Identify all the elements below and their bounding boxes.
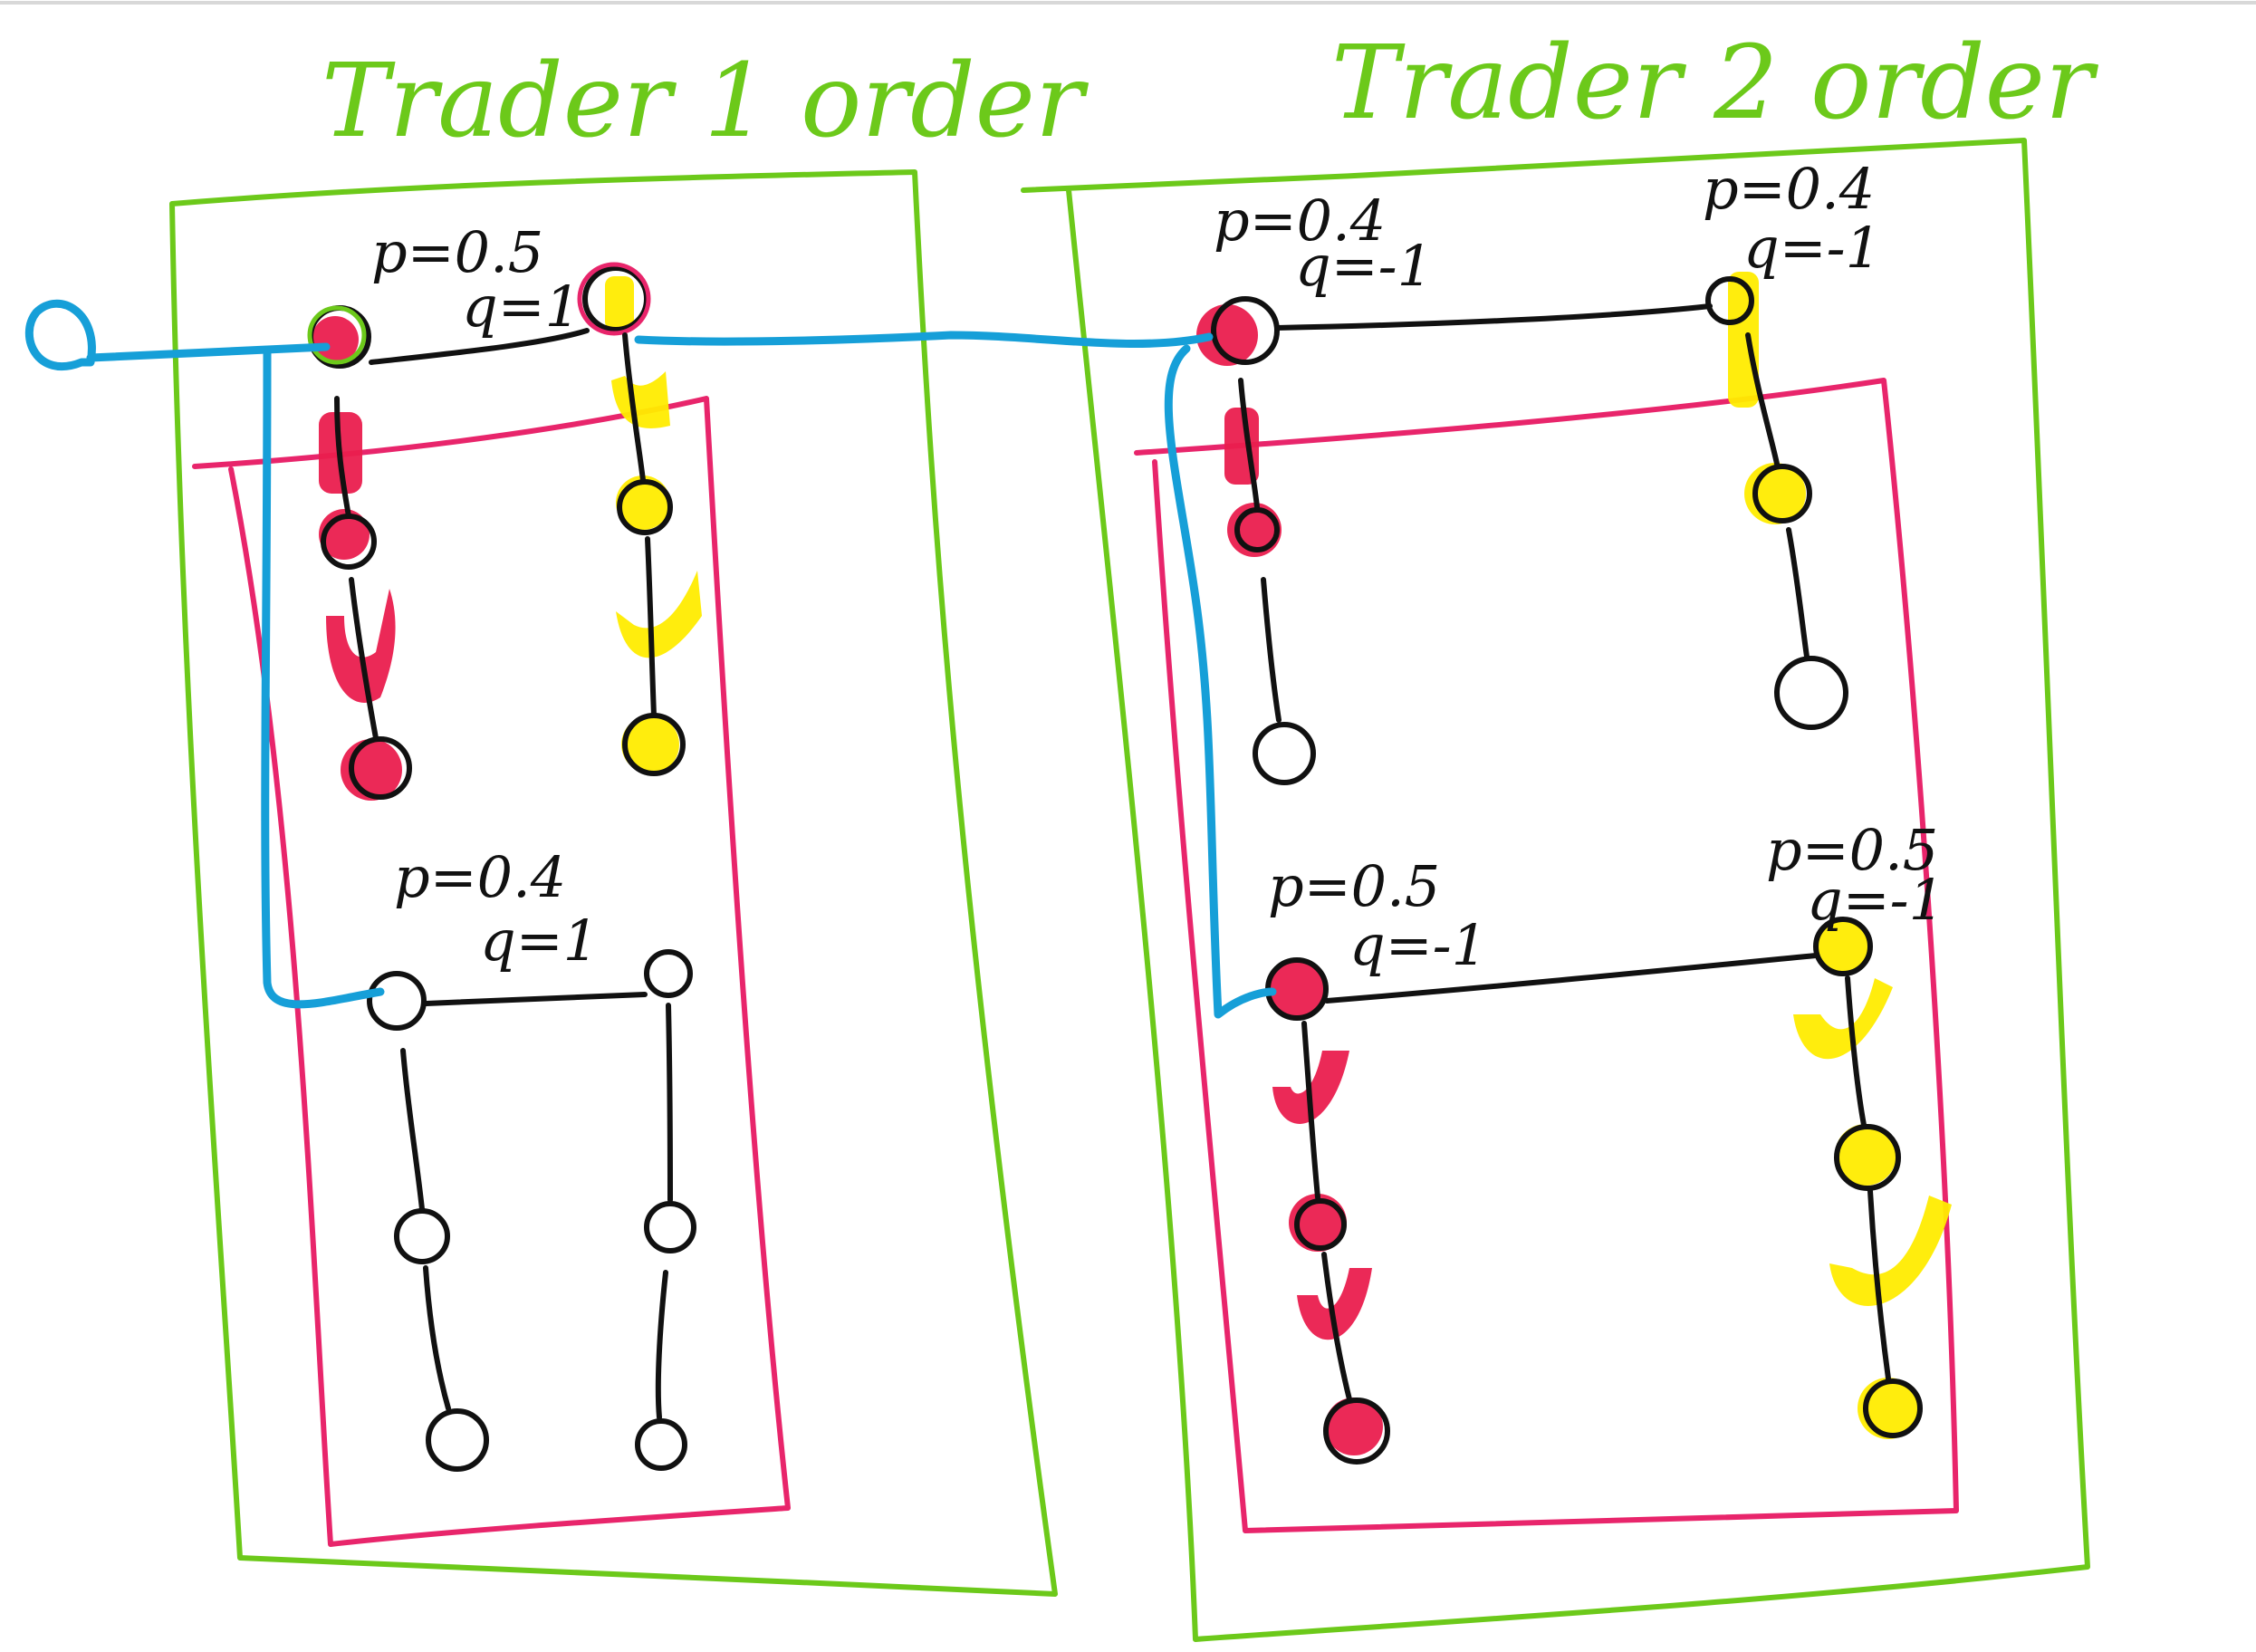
trader1-node-root-a-ring — [307, 305, 367, 365]
trader2-bottom-right-q-label: q=-1 — [1807, 867, 1944, 933]
trader2-inner-box — [1134, 378, 1959, 1533]
trader1-top-q-label: q=1 — [462, 274, 581, 340]
trader2-bottom-left-q-label: q=-1 — [1349, 912, 1487, 978]
trader1-highlights — [312, 276, 702, 801]
trader2-top-tree — [1211, 276, 1848, 785]
trader2-top-right-q-label: q=-1 — [1743, 215, 1881, 281]
trader1-outer-box — [169, 169, 1058, 1597]
trader2-top-left-q-label: q=-1 — [1295, 233, 1433, 299]
trader2-top-left-p-label: p=0.4 — [1214, 187, 1386, 254]
trader1-title: Trader 1 order — [322, 43, 1090, 160]
trader1-node-root-b-ring — [577, 262, 651, 336]
trader2-bottom-tree — [1265, 917, 1923, 1465]
trader1-top-tree — [307, 262, 686, 800]
trader2-bottom-left-p-label: p=0.5 — [1268, 853, 1440, 919]
trader2-title: Trader 2 order — [1331, 24, 2099, 142]
trader2-outer-box — [1021, 138, 2090, 1642]
trader1-bottom-tree — [367, 949, 696, 1472]
blue-link-path — [24, 299, 1277, 1019]
trader1-bottom-q-label: q=1 — [480, 908, 599, 974]
trader1-panel: Trader 1 order — [169, 43, 1090, 1597]
trader2-top-right-p-label: p=0.4 — [1703, 156, 1875, 222]
trader1-top-p-label: p=0.5 — [371, 219, 543, 285]
trader2-bottom-right-p-label: p=0.5 — [1766, 817, 1938, 883]
trader2-panel: Trader 2 order — [1021, 24, 2099, 1642]
trader1-bottom-p-label: p=0.4 — [394, 844, 566, 910]
